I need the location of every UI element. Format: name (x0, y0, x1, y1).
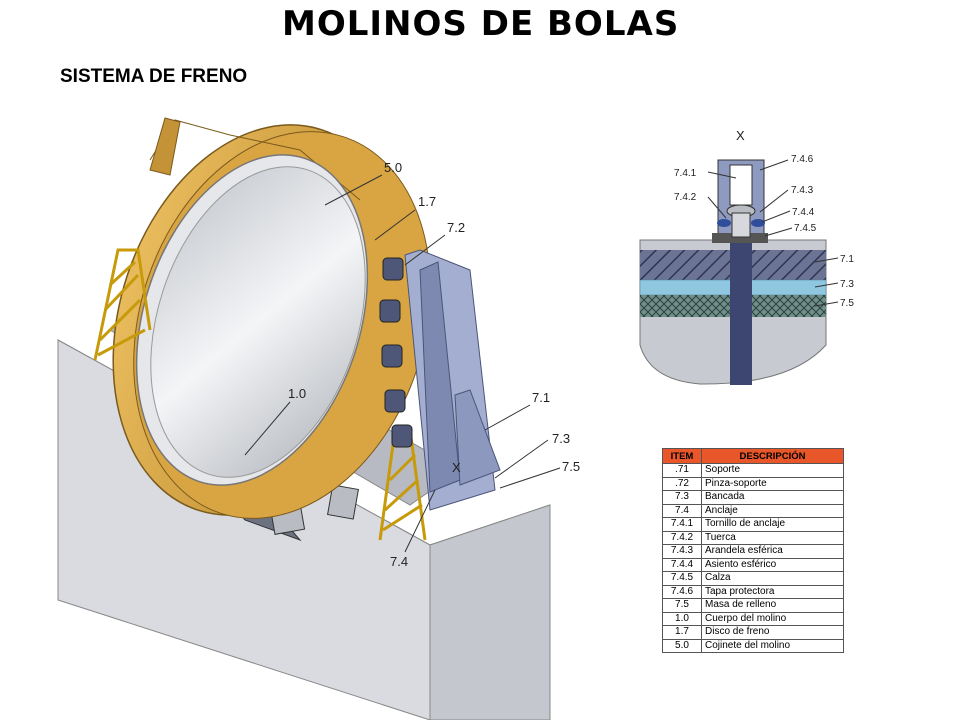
detail-label-7-4-1: 7.4.1 (674, 168, 697, 179)
row-item: 1.0 (662, 611, 702, 626)
row-item: 5.0 (662, 638, 702, 653)
header-description: DESCRIPCIÓN (701, 448, 844, 464)
caliper-support (379, 249, 501, 511)
detail-label-7-4-6: 7.4.6 (791, 154, 814, 165)
detail-label-7-4-2: 7.4.2 (674, 192, 697, 203)
row-item: 7.4.4 (662, 557, 702, 572)
detail-x-section (639, 159, 827, 385)
detail-label-7-1: 7.1 (840, 254, 854, 265)
detail-title: X (736, 128, 745, 143)
label-7-5: 7.5 (562, 459, 580, 474)
row-description: Tuerca (701, 530, 844, 545)
detail-label-7-4-5: 7.4.5 (794, 223, 817, 234)
mill-body-drum (135, 154, 369, 486)
row-item: 7.5 (662, 598, 702, 613)
row-item: 7.4.1 (662, 517, 702, 532)
row-item: 1.7 (662, 625, 702, 640)
parts-table-header: ITEM DESCRIPCIÓN (662, 448, 844, 464)
detail-label-7-3: 7.3 (840, 279, 854, 290)
row-description: Disco de freno (701, 625, 844, 640)
row-description: Anclaje (701, 503, 844, 518)
row-description: Pinza-soporte (701, 476, 844, 491)
row-description: Calza (701, 571, 844, 586)
row-description: Tornillo de anclaje (701, 517, 844, 532)
label-7-4: 7.4 (390, 554, 408, 569)
label-7-2: 7.2 (447, 220, 465, 235)
row-item: .72 (662, 476, 702, 491)
row-description: Arandela esférica (701, 544, 844, 559)
row-item: 7.4.6 (662, 584, 702, 599)
row-description: Masa de relleno (701, 598, 844, 613)
label-5-0: 5.0 (384, 160, 402, 175)
detail-label-7-4-3: 7.4.3 (791, 185, 814, 196)
row-item: 7.4.3 (662, 544, 702, 559)
row-item: 7.4.5 (662, 571, 702, 586)
row-description: Asiento esférico (701, 557, 844, 572)
row-item: 7.3 (662, 490, 702, 505)
row-item: 7.4.2 (662, 530, 702, 545)
label-7-3: 7.3 (552, 431, 570, 446)
label-x-marker: X (452, 460, 461, 475)
row-description: Cuerpo del molino (701, 611, 844, 626)
row-description: Tapa protectora (701, 584, 844, 599)
label-7-1: 7.1 (532, 390, 550, 405)
header-item: ITEM (662, 448, 702, 464)
page-subtitle: SISTEMA DE FRENO (60, 66, 248, 87)
row-description: Cojinete del molino (701, 638, 844, 653)
main-leader-lines (244, 174, 561, 553)
label-1-7: 1.7 (418, 194, 436, 209)
detail-label-7-5: 7.5 (840, 298, 854, 309)
row-item: 7.4 (662, 503, 702, 518)
detail-leader-lines (707, 159, 839, 307)
row-item: .71 (662, 463, 702, 478)
row-description: Soporte (701, 463, 844, 478)
detail-label-7-4-4: 7.4.4 (792, 207, 815, 218)
row-description: Bancada (701, 490, 844, 505)
page-title: MOLINOS DE BOLAS (282, 4, 680, 44)
yellow-support-frames (93, 248, 427, 541)
label-1-0: 1.0 (288, 386, 306, 401)
